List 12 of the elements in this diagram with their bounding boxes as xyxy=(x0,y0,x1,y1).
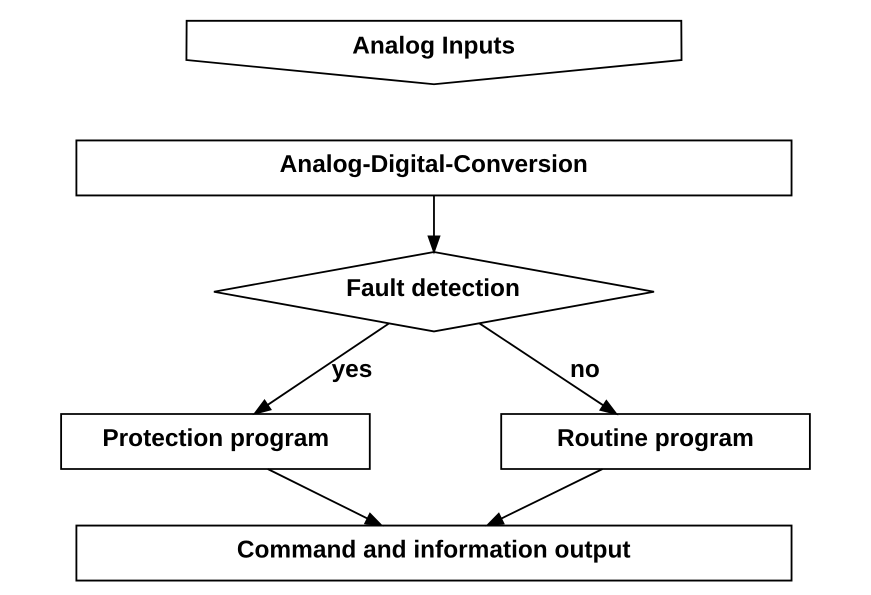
arrow xyxy=(478,322,618,416)
arrow xyxy=(252,322,390,416)
node-box: Command and information output xyxy=(75,524,792,582)
arrow xyxy=(267,468,384,527)
node-box: Analog-Digital-Conversion xyxy=(75,140,792,196)
node-diamond: Fault detection xyxy=(213,251,655,332)
edge-label: no xyxy=(570,356,600,383)
node-box: Routine program xyxy=(500,413,811,470)
node-box: Protection program xyxy=(60,413,371,470)
arrow xyxy=(427,196,441,254)
edge-label: yes xyxy=(332,356,372,383)
arrow xyxy=(484,468,603,527)
